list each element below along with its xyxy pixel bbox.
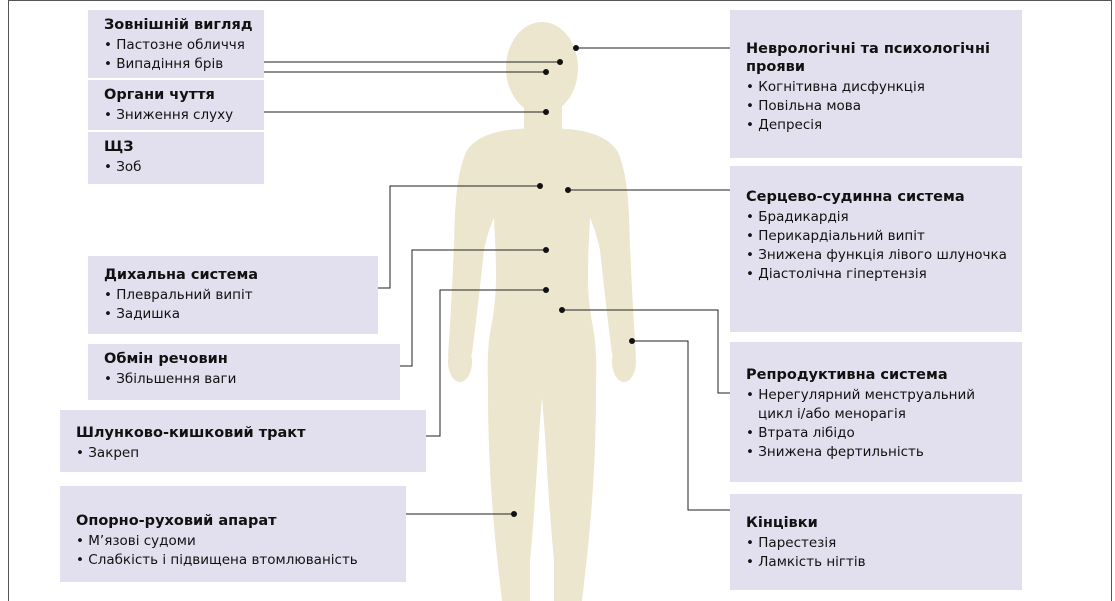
neuro-title: Неврологічні та психологічні прояви: [746, 40, 1012, 76]
dot-abdomen: [543, 247, 549, 253]
cardio-item: Знижена функція лівого шлуночка: [746, 246, 1012, 265]
cardio-box: Серцево-судинна система Брадикардія Пери…: [730, 166, 1022, 332]
gi-box: Шлунково-кишковий тракт Закреп: [60, 410, 426, 472]
dot-heart: [565, 187, 571, 193]
appearance-item: Пастозне обличчя: [104, 36, 254, 55]
reproductive-item: Знижена фертильність: [746, 443, 1012, 462]
dot-brows: [543, 69, 549, 75]
respiratory-item: Плевральний випіт: [104, 286, 368, 305]
cardio-item: Перикардіальний випіт: [746, 227, 1012, 246]
neuro-item: Когнітивна дисфункція: [746, 78, 1012, 97]
dot-bowel: [543, 287, 549, 293]
appearance-title: Зовнішній вигляд: [104, 16, 254, 34]
musculoskeletal-box: Опорно-руховий апарат М’язові судоми Сла…: [60, 486, 406, 582]
dot-lungs: [537, 183, 543, 189]
respiratory-item: Задишка: [104, 305, 368, 324]
dot-leg: [511, 511, 517, 517]
appearance-item: Випадіння брів: [104, 55, 254, 74]
cardio-item: Діастолічна гіпертензія: [746, 265, 1012, 284]
respiratory-title: Дихальна система: [104, 266, 368, 284]
connector-limbs: [632, 341, 735, 510]
musculoskeletal-item: М’язові судоми: [76, 532, 396, 551]
cardio-title: Серцево-судинна система: [746, 188, 1012, 206]
thyroid-item: Зоб: [104, 158, 254, 177]
respiratory-box: Дихальна система Плевральний випіт Задиш…: [88, 256, 378, 334]
gi-title: Шлунково-кишковий тракт: [76, 424, 416, 442]
senses-box: Органи чуття Зниження слуху: [88, 80, 264, 130]
dot-ears: [543, 109, 549, 115]
neuro-item: Повільна мова: [746, 97, 1012, 116]
reproductive-box: Репродуктивна система Нерегулярний менст…: [730, 342, 1022, 482]
thyroid-box: ЩЗ Зоб: [88, 132, 264, 184]
neuro-box: Неврологічні та психологічні прояви Когн…: [730, 10, 1022, 158]
limbs-box: Кінцівки Парестезія Ламкість нігтів: [730, 494, 1022, 590]
musculoskeletal-item: Слабкість і підвищена втомлюваність: [76, 551, 396, 570]
gi-item: Закреп: [76, 444, 416, 463]
limbs-item: Ламкість нігтів: [746, 553, 1012, 572]
dot-head: [573, 45, 579, 51]
appearance-box: Зовнішній вигляд Пастозне обличчя Випаді…: [88, 10, 264, 78]
metabolism-title: Обмін речовин: [104, 350, 390, 368]
metabolism-box: Обмін речовин Збільшення ваги: [88, 344, 400, 400]
reproductive-item: Нерегулярний менструальний цикл і/або ме…: [746, 386, 1012, 424]
reproductive-item: Втрата лібідо: [746, 424, 1012, 443]
musculoskeletal-title: Опорно-руховий апарат: [76, 512, 396, 530]
metabolism-item: Збільшення ваги: [104, 370, 390, 389]
dot-hand: [629, 338, 635, 344]
limbs-item: Парестезія: [746, 534, 1012, 553]
reproductive-title: Репродуктивна система: [746, 366, 1012, 384]
thyroid-title: ЩЗ: [104, 138, 254, 156]
cardio-item: Брадикардія: [746, 208, 1012, 227]
limbs-title: Кінцівки: [746, 514, 1012, 532]
neuro-item: Депресія: [746, 116, 1012, 135]
senses-title: Органи чуття: [104, 86, 254, 104]
senses-item: Зниження слуху: [104, 106, 254, 125]
dot-pelvis: [559, 307, 565, 313]
dot-face: [557, 59, 563, 65]
